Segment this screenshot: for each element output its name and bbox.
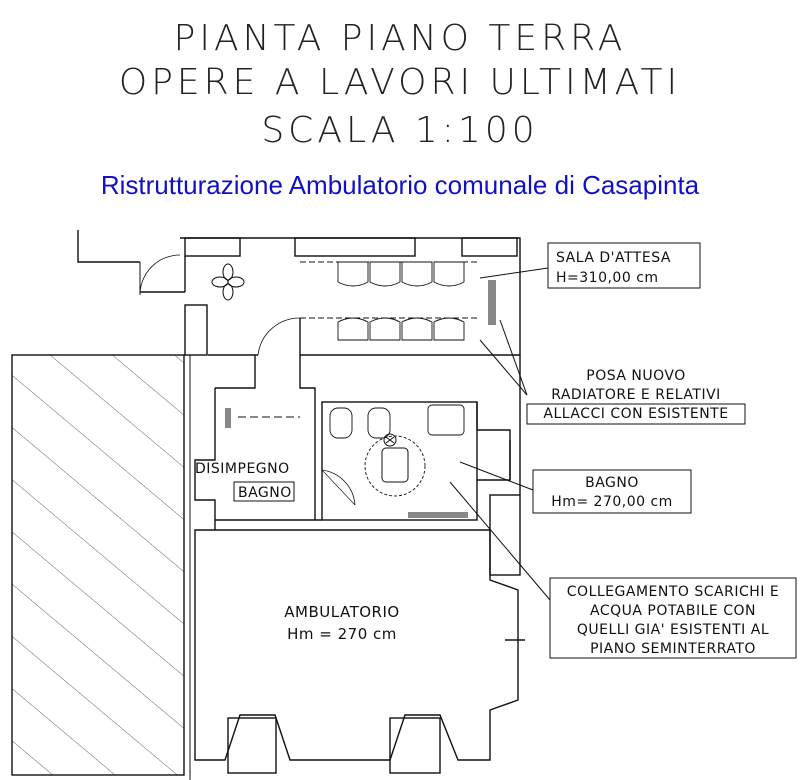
radiatore-line-2: RADIATORE E RELATIVI bbox=[551, 387, 721, 403]
bagno-label: BAGNO bbox=[585, 475, 639, 491]
bidet bbox=[367, 407, 391, 439]
bagno-small-box bbox=[233, 481, 295, 502]
leader-lines bbox=[449, 267, 551, 601]
collegamento-box bbox=[549, 577, 797, 659]
plan-title-line-2: OPERE A LAVORI ULTIMATI bbox=[118, 62, 682, 103]
radiatore-line-1: POSA NUOVO bbox=[586, 368, 685, 384]
collegamento-line-4: PIANO SEMINTERRATO bbox=[590, 641, 756, 657]
collegamento-line-3: QUELLI GIA' ESISTENTI AL bbox=[577, 622, 769, 638]
project-subtitle: Ristrutturazione Ambulatorio comunale di… bbox=[100, 170, 700, 200]
bagno-box bbox=[532, 469, 692, 514]
toilet bbox=[329, 407, 353, 439]
waiting-chairs bbox=[300, 261, 480, 341]
collegamento-line-2: ACQUA POTABILE CON bbox=[590, 603, 756, 619]
radiatore-line-3: ALLACCI CON ESISTENTE bbox=[543, 406, 728, 422]
wheelchair-icon bbox=[381, 433, 409, 483]
disimpegno-label: DISIMPEGNO bbox=[195, 461, 290, 477]
sala-attesa-label: SALA D'ATTESA bbox=[556, 250, 671, 266]
bagno-height: Hm= 270,00 cm bbox=[551, 494, 673, 510]
plant-icon bbox=[211, 263, 245, 301]
bagno-small-label: BAGNO bbox=[238, 485, 292, 501]
adjacent-building bbox=[11, 354, 185, 776]
sala-attesa-height: H=310,00 cm bbox=[556, 270, 659, 286]
sink bbox=[427, 404, 465, 436]
collegamento-line-1: COLLEGAMENTO SCARICHI E bbox=[567, 584, 779, 600]
sala-attesa-box bbox=[547, 242, 701, 289]
ambulatorio-label: AMBULATORIO bbox=[284, 603, 399, 621]
plan-scale: SCALA 1:100 bbox=[261, 110, 539, 151]
ambulatorio-height: Hm = 270 cm bbox=[287, 625, 397, 643]
walls bbox=[11, 230, 525, 780]
radiatore-box bbox=[526, 403, 746, 425]
radiator-bathroom bbox=[408, 512, 468, 518]
radiator-waiting bbox=[488, 280, 496, 325]
plan-title-line-1: PIANTA PIANO TERRA bbox=[173, 18, 627, 59]
radiator-corridor bbox=[225, 408, 231, 428]
